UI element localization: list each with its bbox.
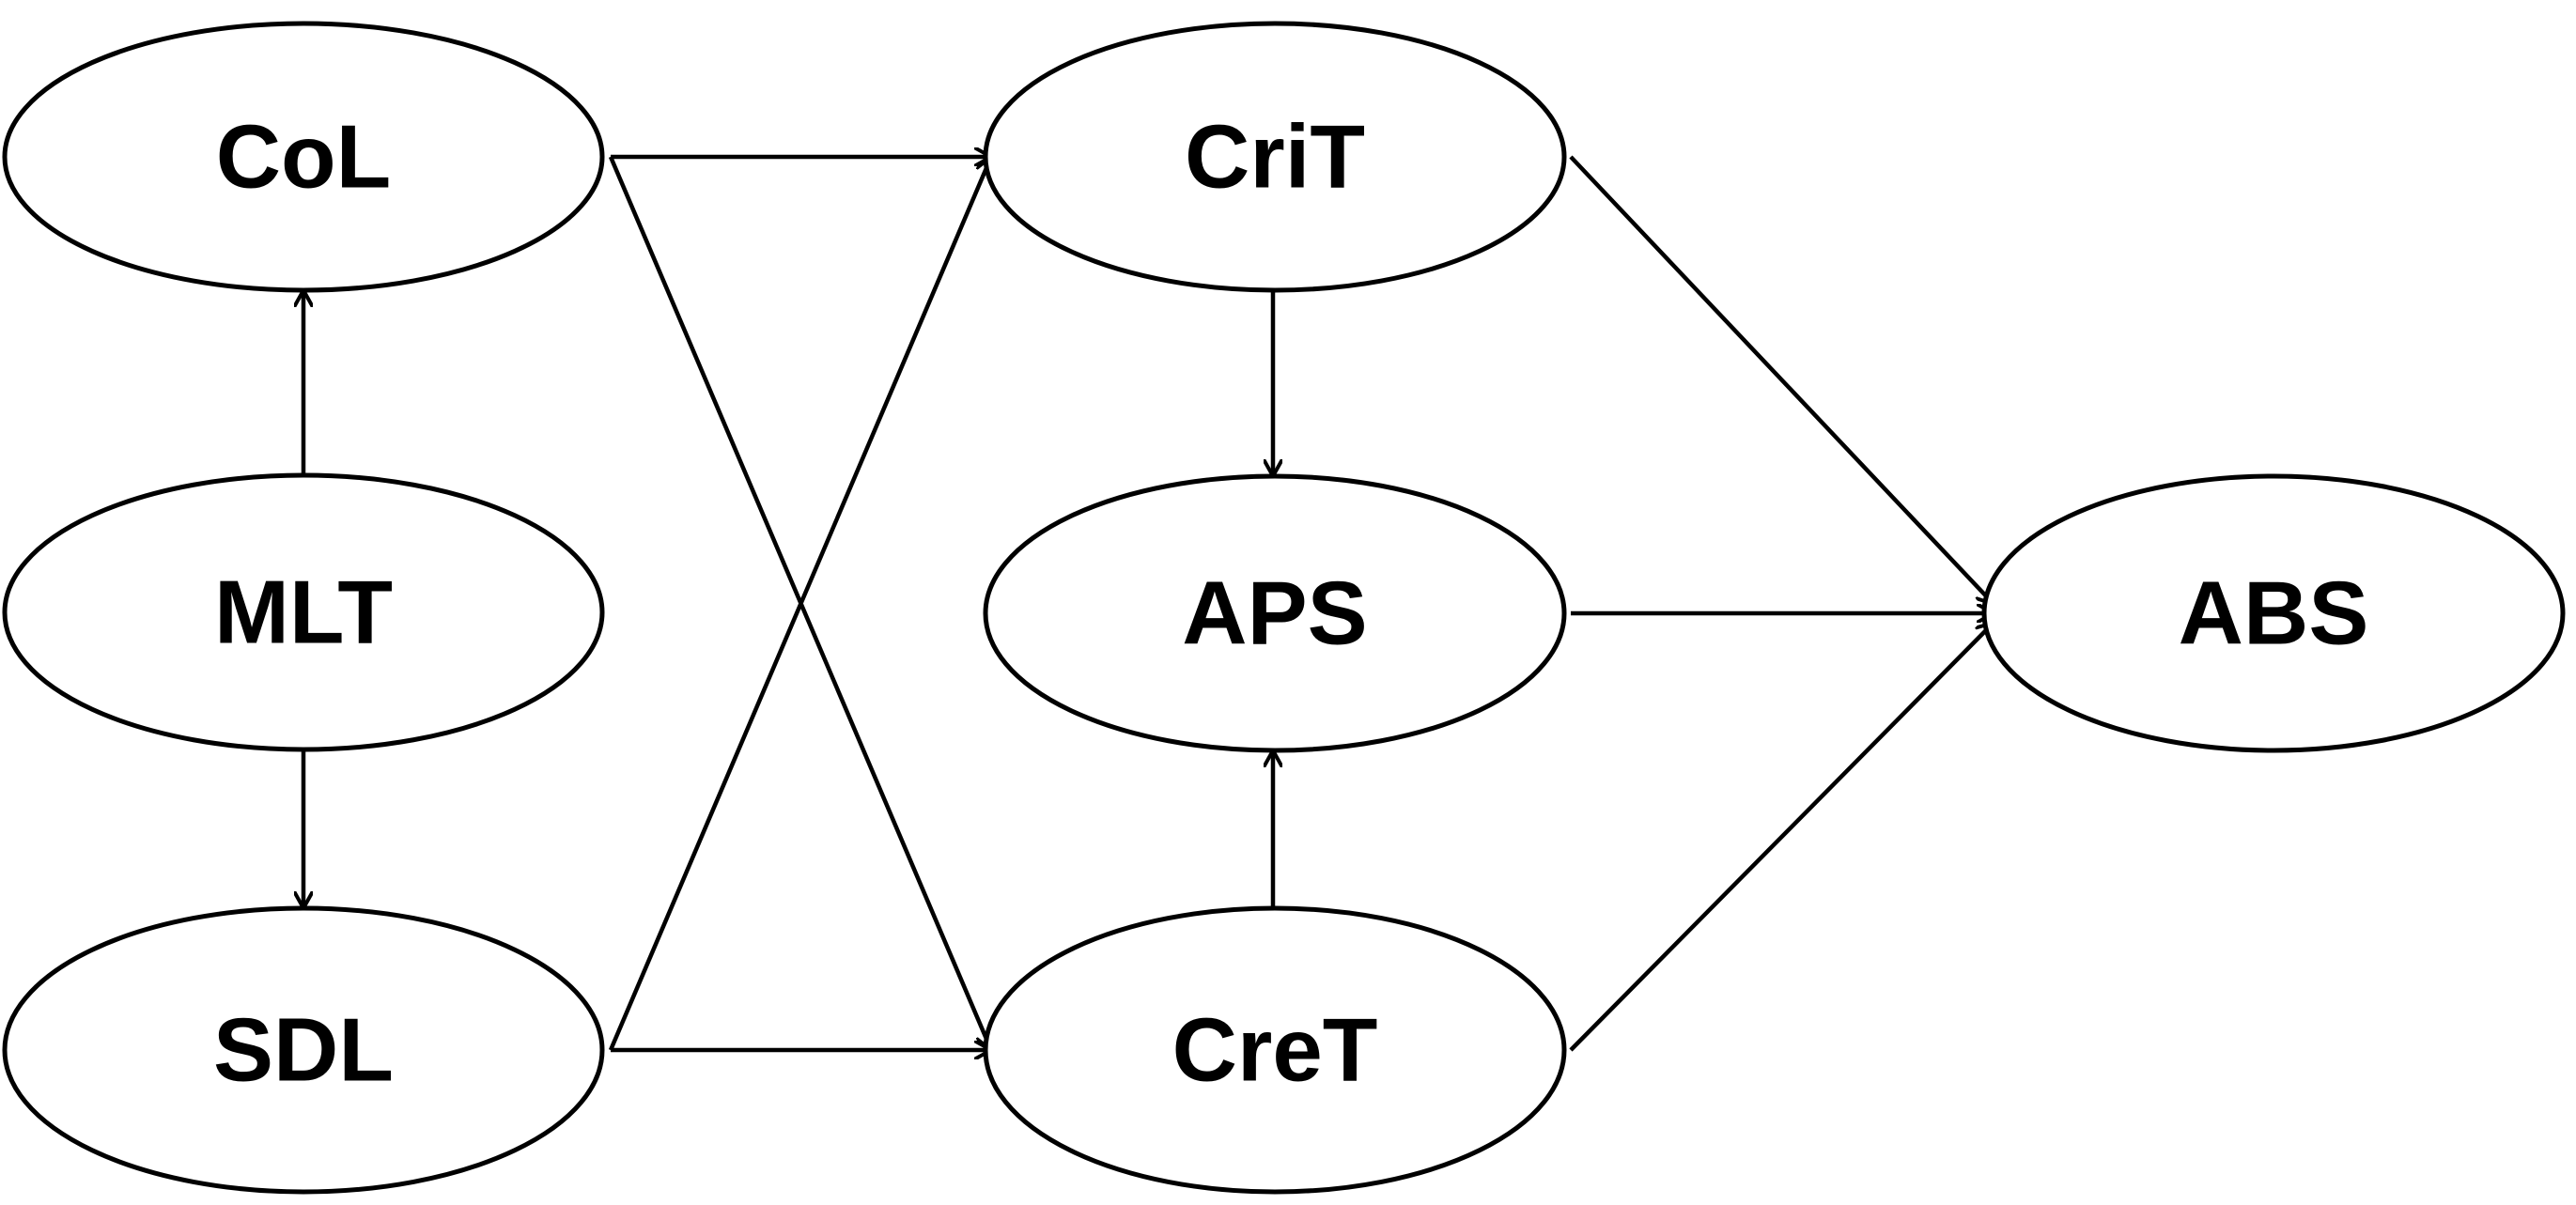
node-abs-label: ABS [2179,564,2369,664]
node-abs: ABS [1981,473,2566,753]
node-sdl: SDL [2,905,605,1195]
node-cret: CreT [983,905,1567,1195]
nodes-group: CoL MLT SDL CriT APS CreT ABS [2,21,2566,1195]
node-col-label: CoL [216,107,392,208]
node-sdl-label: SDL [213,1000,394,1101]
node-mlt-label: MLT [214,563,393,663]
edge-sdl-crit [608,157,991,1051]
node-crit-label: CriT [1185,107,1365,208]
node-col: CoL [2,21,605,293]
edge-crit-abs [1569,155,1994,604]
node-aps-label: APS [1182,564,1367,664]
edges-group [303,157,1994,1050]
node-aps: APS [983,473,1567,753]
node-mlt: MLT [2,472,605,752]
edge-cret-abs [1569,623,1994,1052]
node-cret-label: CreT [1172,1000,1378,1101]
node-crit: CriT [983,21,1567,293]
